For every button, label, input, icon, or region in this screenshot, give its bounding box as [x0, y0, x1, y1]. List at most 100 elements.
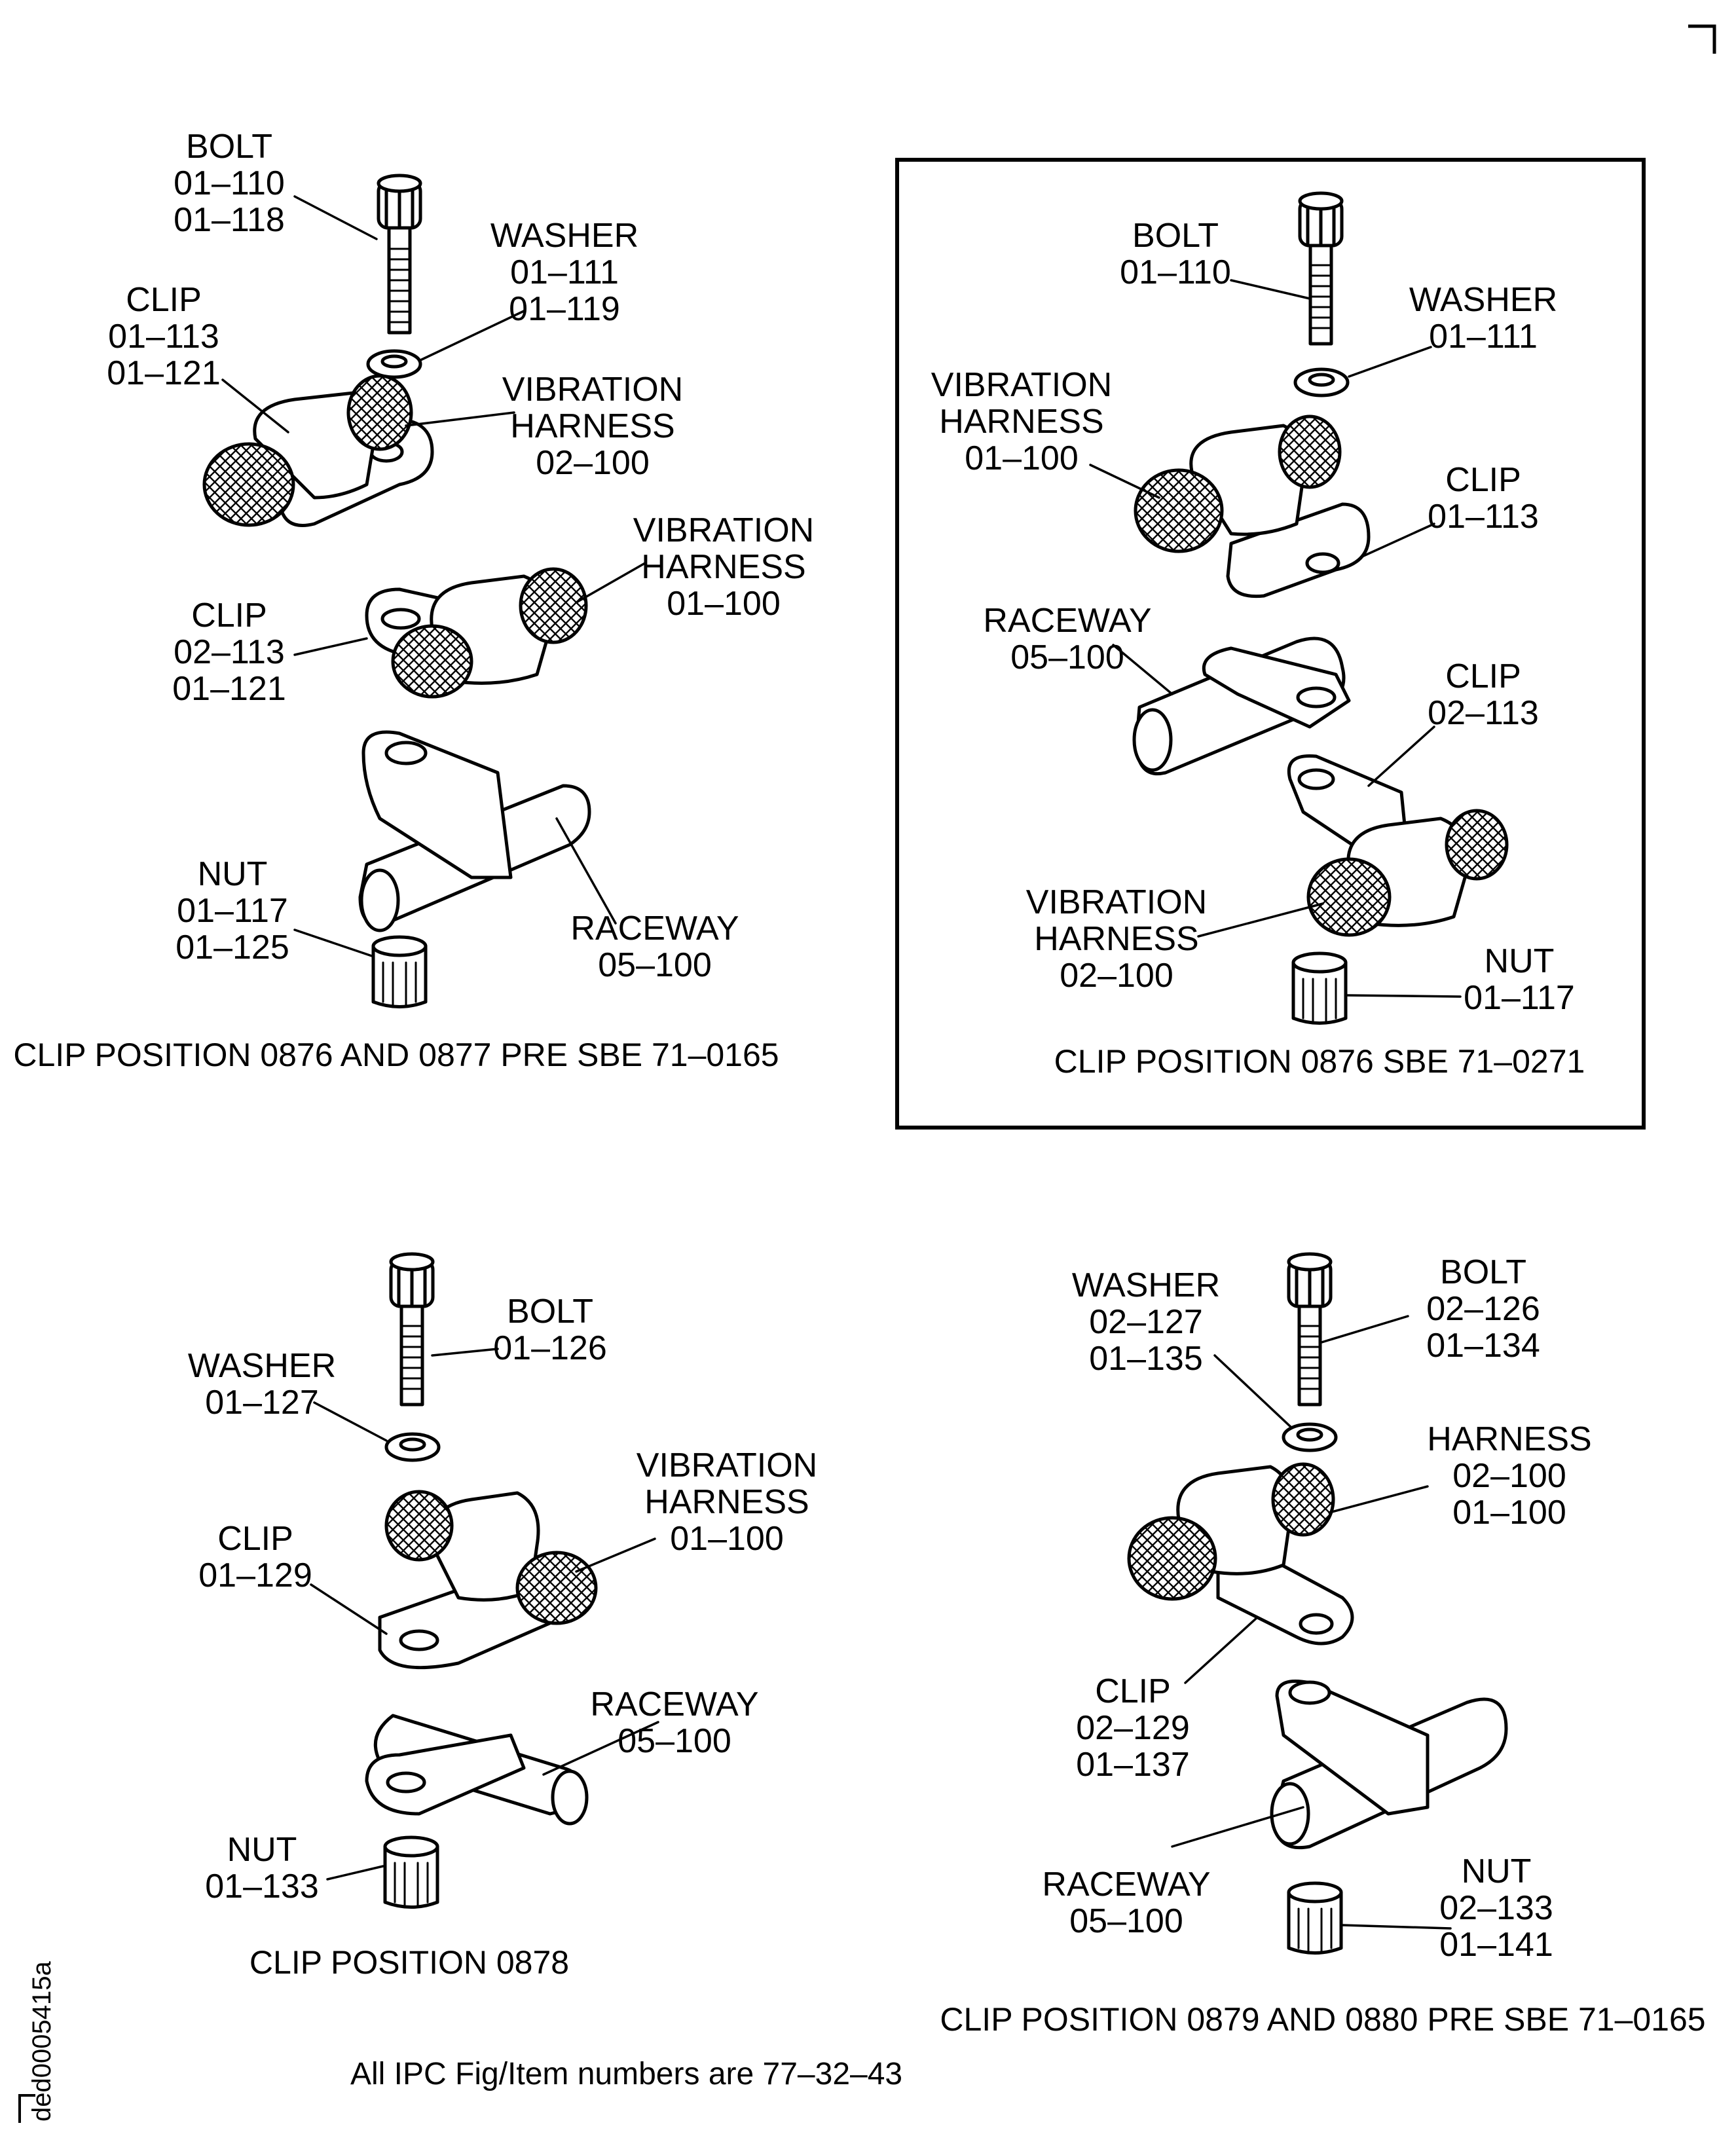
caption-a: CLIP POSITION 0876 AND 0877 PRE SBE 71–0…: [13, 1036, 779, 1074]
label-line: WASHER: [1409, 281, 1558, 319]
label-line: CLIP: [1445, 657, 1521, 695]
label-line: HARNESS: [1034, 920, 1199, 958]
label-line: CLIP: [126, 281, 202, 319]
caption-a-line1: CLIP POSITION 0876 AND 0877: [13, 1037, 492, 1073]
c-bolt-shape: [389, 1252, 435, 1407]
d-leaders: [1171, 1315, 1452, 1930]
label-line: 01–110: [174, 164, 285, 202]
a-bolt-shape: [377, 174, 422, 335]
label-line: BOLT: [507, 1293, 593, 1331]
label-line: WASHER: [490, 217, 639, 255]
label-line: 01–113: [108, 318, 219, 356]
a-nut-shape: [371, 935, 428, 1008]
label-line: RACEWAY: [570, 910, 739, 947]
label-line: CLIP: [191, 597, 267, 635]
label-line: 02–100: [1452, 1457, 1566, 1495]
label-line: 01–113: [1428, 498, 1539, 536]
caption-a-line2: PRE SBE 71–0165: [500, 1037, 779, 1073]
c-raceway-shape: [365, 1714, 589, 1826]
label-line: 01–125: [175, 929, 289, 966]
caption-c: CLIP POSITION 0878: [249, 1943, 569, 1981]
label-line: HARNESS: [510, 407, 675, 445]
caption-b-line1: CLIP POSITION 0876: [1054, 1043, 1374, 1080]
label-line: 05–100: [1010, 638, 1124, 676]
corner-mark: [1688, 24, 1716, 54]
label-line: 01–133: [205, 1867, 319, 1905]
label-line: 01–119: [509, 290, 620, 328]
label-line: BOLT: [1132, 217, 1219, 255]
caption-b-line2: SBE 71–0271: [1382, 1043, 1585, 1080]
label-line: 01–118: [174, 201, 285, 239]
b-clip1-shape: [1134, 414, 1371, 598]
c-leaders: [310, 1348, 659, 1881]
label-line: RACEWAY: [590, 1685, 759, 1723]
label-line: 02–127: [1089, 1303, 1203, 1341]
a-clip1-shape: [202, 374, 434, 527]
label-line: 05–100: [598, 946, 712, 984]
b-clip2-shape: [1287, 754, 1509, 937]
label-line: HARNESS: [1427, 1420, 1592, 1458]
d-clip-shape: [1127, 1462, 1354, 1646]
label-line: HARNESS: [641, 548, 806, 586]
panel-b-frame: [895, 158, 1646, 1130]
label-line: 01–100: [965, 439, 1079, 477]
label-line: WASHER: [187, 1347, 337, 1385]
label-line: CLIP: [217, 1520, 293, 1558]
label-line: NUT: [227, 1831, 297, 1869]
d-nut-shape: [1287, 1881, 1343, 1955]
label-line: 01–100: [1452, 1494, 1566, 1532]
label-line: 01–121: [107, 354, 221, 392]
c-washer-shape: [384, 1432, 441, 1462]
caption-d: CLIP POSITION 0879 AND 0880 PRE SBE 71–0…: [940, 2000, 1705, 2038]
label-line: HARNESS: [644, 1483, 809, 1521]
label-line: NUT: [197, 855, 268, 893]
label-line: 02–126: [1426, 1290, 1540, 1328]
label-line: HARNESS: [939, 403, 1104, 441]
label-line: RACEWAY: [1042, 1866, 1211, 1904]
label-line: 02–113: [1428, 694, 1539, 732]
b-raceway-shape: [1132, 636, 1351, 776]
label-line: 01–100: [670, 1520, 784, 1558]
c-clip-shape: [378, 1490, 598, 1670]
a-raceway-shape: [358, 730, 591, 932]
label-line: NUT: [1484, 942, 1555, 980]
c-nut-shape: [383, 1835, 439, 1909]
label-line: 02–129: [1076, 1709, 1190, 1747]
label-line: 02–133: [1439, 1889, 1553, 1927]
label-line: 01–126: [493, 1329, 607, 1367]
label-line: 01–134: [1426, 1327, 1540, 1365]
label-line: WASHER: [1071, 1266, 1221, 1304]
caption-b: CLIP POSITION 0876 SBE 71–0271: [1054, 1042, 1585, 1080]
label-line: BOLT: [186, 128, 272, 166]
label-line: 02–100: [536, 444, 650, 482]
caption-d-line2: PRE SBE 71–0165: [1427, 2001, 1706, 2038]
a-washer-shape: [366, 349, 422, 379]
footnote: All IPC Fig/Item numbers are 77–32–43: [350, 2057, 903, 2091]
b-nut-shape: [1291, 951, 1348, 1025]
caption-c-line1: CLIP POSITION 0878: [249, 1944, 570, 1981]
label-line: 01–135: [1089, 1340, 1203, 1378]
